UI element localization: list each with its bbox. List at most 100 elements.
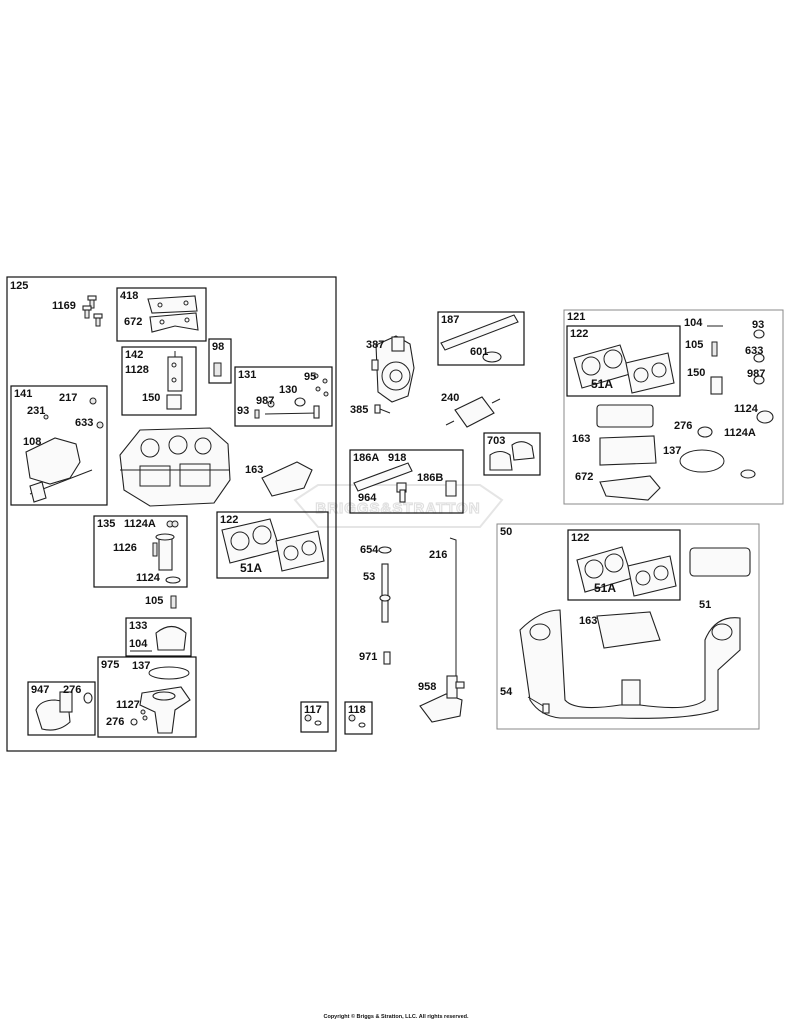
part-975 <box>130 666 191 734</box>
frame-186A <box>349 449 464 514</box>
label-51Ac: 51A <box>594 581 616 595</box>
frame-133 <box>125 617 192 657</box>
frame-141 <box>10 385 108 506</box>
label-163c: 163 <box>579 615 597 627</box>
label-958: 958 <box>418 681 436 693</box>
part-135 <box>152 520 181 584</box>
label-122b: 122 <box>570 328 588 340</box>
frame-121 <box>563 309 784 505</box>
clamp-703 <box>489 441 535 471</box>
label-964: 964 <box>358 492 377 504</box>
part-141 <box>25 397 104 503</box>
label-95: 95 <box>304 371 316 383</box>
label-53: 53 <box>363 571 375 583</box>
label-276a: 276 <box>63 684 81 696</box>
label-135: 135 <box>97 518 115 530</box>
label-125: 125 <box>10 280 28 292</box>
copyright-notice: Copyright © Briggs & Stratton, LLC. All … <box>323 1014 469 1020</box>
label-137a: 137 <box>132 660 150 672</box>
label-117: 117 <box>304 704 322 716</box>
frame-118 <box>344 701 373 735</box>
fuel-line-186A <box>353 462 457 503</box>
part-142 <box>166 351 183 410</box>
label-137b: 137 <box>663 445 681 457</box>
label-633b: 633 <box>745 345 763 357</box>
frame-98 <box>208 338 232 384</box>
frame-947 <box>27 681 96 736</box>
label-142: 142 <box>125 349 143 361</box>
carburetor-body <box>119 427 231 507</box>
label-104a: 104 <box>129 638 148 650</box>
frame-135 <box>93 515 188 588</box>
screw-385 <box>374 404 391 414</box>
label-947: 947 <box>31 684 49 696</box>
label-104b: 104 <box>684 317 703 329</box>
label-130: 130 <box>279 384 297 396</box>
fuel-pump-387 <box>371 335 415 403</box>
label-1127: 1127 <box>116 699 140 711</box>
watermark-text: BRIGGS&STRATTON <box>315 500 480 517</box>
label-186B: 186B <box>417 472 443 484</box>
screw-1169-group <box>82 295 103 327</box>
label-276c: 276 <box>674 420 692 432</box>
label-163b: 163 <box>572 433 590 445</box>
label-122a: 122 <box>220 514 238 526</box>
intake-manifold-50 <box>519 546 751 719</box>
fuel-filter-240 <box>445 396 501 428</box>
label-1128: 1128 <box>125 364 149 376</box>
frame-117 <box>300 701 329 733</box>
label-105a: 105 <box>145 595 163 607</box>
frame-703 <box>483 432 541 476</box>
label-385: 385 <box>350 404 368 416</box>
label-1124a: 1124 <box>136 572 161 584</box>
label-633a: 633 <box>75 417 93 429</box>
label-131: 131 <box>238 369 256 381</box>
label-987b: 987 <box>747 368 765 380</box>
label-1124Ab: 1124A <box>724 427 756 439</box>
frame-125 <box>6 276 337 752</box>
label-216: 216 <box>429 549 447 561</box>
frame-122a <box>216 511 329 579</box>
label-217: 217 <box>59 392 77 404</box>
part-117 <box>304 714 322 726</box>
label-163a: 163 <box>245 464 263 476</box>
label-1126: 1126 <box>113 542 137 554</box>
label-654: 654 <box>360 544 379 556</box>
label-975: 975 <box>101 659 119 671</box>
label-1124Aa: 1124A <box>124 518 156 530</box>
label-418: 418 <box>120 290 138 302</box>
label-122c: 122 <box>571 532 589 544</box>
label-93a: 93 <box>237 405 249 417</box>
frame-142 <box>121 346 197 416</box>
label-672a: 672 <box>124 316 142 328</box>
part-98-icon <box>213 362 222 377</box>
frame-131 <box>234 366 333 427</box>
label-231: 231 <box>27 405 45 417</box>
label-51: 51 <box>699 599 711 611</box>
frame-50 <box>496 523 760 730</box>
bolt-53 <box>378 546 392 623</box>
label-150b: 150 <box>687 367 705 379</box>
frame-418 <box>116 287 207 342</box>
label-141: 141 <box>14 388 32 400</box>
gasket-418 <box>147 295 199 333</box>
fuel-line-187 <box>440 314 519 363</box>
frame-122b <box>566 325 681 397</box>
gasket-122a <box>221 518 325 572</box>
frame-975 <box>97 656 197 738</box>
solenoid-947 <box>35 691 93 731</box>
label-54: 54 <box>500 686 513 698</box>
label-387: 387 <box>366 339 384 351</box>
gasket-163a-icon <box>261 461 313 497</box>
label-121: 121 <box>567 311 585 323</box>
valve-958 <box>419 675 465 723</box>
label-703: 703 <box>487 435 505 447</box>
part-131 <box>254 373 329 419</box>
label-1124b: 1124 <box>734 403 759 415</box>
label-672b: 672 <box>575 471 593 483</box>
label-118: 118 <box>348 704 366 716</box>
label-133: 133 <box>129 620 147 632</box>
label-105b: 105 <box>685 339 703 351</box>
label-51Ab: 51A <box>591 377 613 391</box>
jet-105a-icon <box>170 595 177 609</box>
